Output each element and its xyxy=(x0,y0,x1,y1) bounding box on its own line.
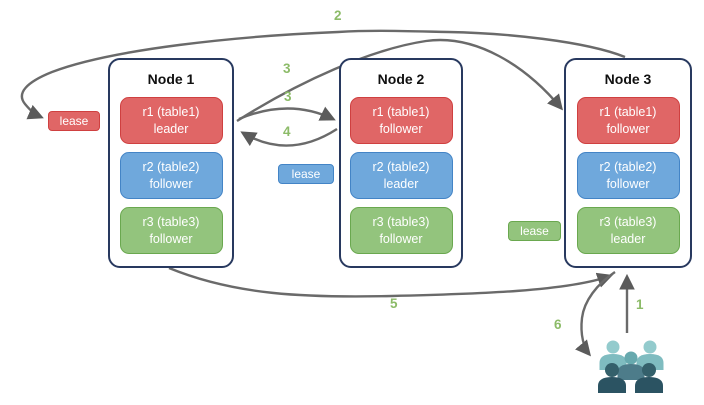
arrow-step-3-short xyxy=(238,106,336,121)
arrow-step-5 xyxy=(168,266,613,298)
replica-name: r1 (table1) xyxy=(142,105,200,119)
step-label-1: 1 xyxy=(636,297,644,312)
replica-role: follower xyxy=(606,121,650,136)
node-1-title: Node 1 xyxy=(147,70,195,87)
node-3-title: Node 3 xyxy=(604,70,652,87)
arrow-step-3-long xyxy=(236,38,563,123)
node-2-title: Node 2 xyxy=(377,70,425,87)
node-1: Node 1 r1 (table1) leader r2 (table2) fo… xyxy=(108,58,234,268)
lease-badge-table2: lease xyxy=(278,164,334,184)
node3-replica-r2: r2 (table2) follower xyxy=(576,152,680,199)
replica-name: r2 (table2) xyxy=(599,160,657,174)
step-label-6: 6 xyxy=(554,317,562,332)
step-label-5: 5 xyxy=(390,296,398,311)
node3-replica-r1: r1 (table1) follower xyxy=(576,97,680,144)
node2-replica-r3: r3 (table3) follower xyxy=(349,207,453,254)
lease-badge-table1: lease xyxy=(48,111,100,131)
node-2: Node 2 r1 (table1) follower r2 (table2) … xyxy=(339,58,463,268)
replica-role: follower xyxy=(149,176,193,191)
replica-name: r2 (table2) xyxy=(142,160,200,174)
step-label-2: 2 xyxy=(334,8,342,23)
arrow-step-2 xyxy=(20,29,626,120)
replica-role: follower xyxy=(149,231,193,246)
node1-replica-r2: r2 (table2) follower xyxy=(119,152,223,199)
replica-role: leader xyxy=(383,176,419,191)
node3-replica-r3: r3 (table3) leader xyxy=(576,207,680,254)
arrow-step-6 xyxy=(575,271,616,357)
node2-replica-r2: r2 (table2) leader xyxy=(349,152,453,199)
replica-role: leader xyxy=(610,231,646,246)
node2-replica-r1: r1 (table1) follower xyxy=(349,97,453,144)
replica-name: r3 (table3) xyxy=(142,215,200,229)
node-3: Node 3 r1 (table1) follower r2 (table2) … xyxy=(564,58,692,268)
replica-name: r1 (table1) xyxy=(599,105,657,119)
replica-role: follower xyxy=(379,231,423,246)
step-label-3-long: 3 xyxy=(283,61,291,76)
step-label-4: 4 xyxy=(283,124,291,139)
replica-role: follower xyxy=(606,176,650,191)
users-group-icon xyxy=(598,340,664,393)
replica-role: follower xyxy=(379,121,423,136)
node1-replica-r1: r1 (table1) leader xyxy=(119,97,223,144)
step-label-3-short: 3 xyxy=(284,89,292,104)
arrow-step-4 xyxy=(240,127,338,147)
replica-role: leader xyxy=(153,121,189,136)
replica-name: r3 (table3) xyxy=(599,215,657,229)
replica-name: r2 (table2) xyxy=(372,160,430,174)
lease-badge-table3: lease xyxy=(508,221,561,241)
node1-replica-r3: r3 (table3) follower xyxy=(119,207,223,254)
replica-name: r3 (table3) xyxy=(372,215,430,229)
replica-name: r1 (table1) xyxy=(372,105,430,119)
